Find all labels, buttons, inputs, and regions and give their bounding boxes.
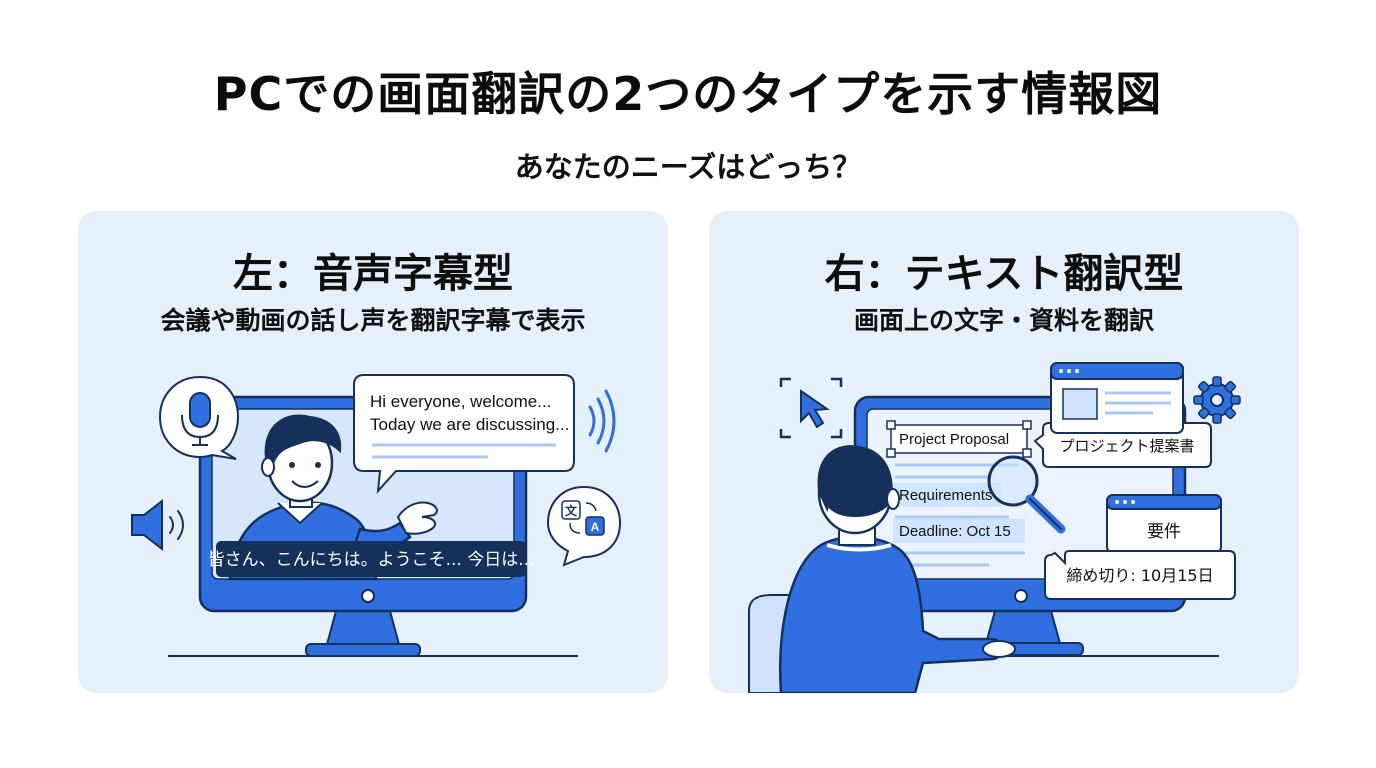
microphone-bubble-icon [158, 375, 240, 460]
translation-text-3: 締め切り: 10月15日 [1066, 566, 1213, 585]
translate-source-glyph: 文 [565, 503, 578, 518]
translate-target-glyph: A [591, 520, 600, 534]
speaker-icon [131, 498, 184, 552]
text-illustration: Project Proposal Requirements Deadline: … [748, 362, 1241, 693]
page-subtitle: あなたのニーズはどっち？ [514, 150, 862, 184]
magnifier-icon [987, 455, 1066, 534]
subtitle-bar-text: 皆さん、こんにちは。ようこそ... 今日は... [208, 550, 535, 570]
speech-line-2: Today we are discussing... [370, 415, 569, 434]
translation-callout-3: 締め切り: 10月15日 [1044, 550, 1236, 600]
panel-right-title: 右：テキスト翻訳型 [824, 251, 1184, 297]
subtitle-bar: 皆さん、こんにちは。ようこそ... 今日は... [208, 541, 535, 577]
panel-text-translation: 右：テキスト翻訳型 画面上の文字・資料を翻訳 Project Proposal [709, 211, 1299, 693]
audio-illustration: 皆さん、こんにちは。ようこそ... 今日は... Hi everyone, we… [131, 374, 622, 657]
panel-right-description: 画面上の文字・資料を翻訳 [853, 306, 1154, 335]
monitor-stand [305, 610, 421, 657]
speech-line-1: Hi everyone, welcome... [370, 392, 551, 411]
page-title: PCでの画面翻訳の2つのタイプを示す情報図 [213, 67, 1163, 121]
panel-audio-subtitle: 左：音声字幕型 会議や動画の話し声を翻訳字幕で表示 [78, 211, 668, 693]
user-person [779, 445, 1016, 693]
document-content: Project Proposal Requirements Deadline: … [886, 420, 1032, 567]
panel-left-title: 左：音声字幕型 [233, 251, 513, 297]
translation-callout-2: 要件 [1106, 494, 1222, 554]
gear-icon [1193, 376, 1241, 424]
speech-bubble: Hi everyone, welcome... Today we are dis… [353, 374, 575, 494]
panel-left-description: 会議や動画の話し声を翻訳字幕で表示 [160, 306, 586, 335]
selection-cursor-icon [779, 377, 843, 439]
translation-text-1: プロジェクト提案書 [1059, 437, 1194, 455]
doc-line-3: Deadline: Oct 15 [899, 523, 1011, 540]
browser-window-top [1050, 362, 1184, 434]
doc-line-2: Requirements [899, 487, 992, 504]
sound-waves-right-icon [588, 389, 616, 453]
translation-text-2: 要件 [1147, 522, 1181, 542]
translate-bubble-icon: 文 A [546, 485, 622, 567]
doc-line-1: Project Proposal [899, 431, 1009, 448]
